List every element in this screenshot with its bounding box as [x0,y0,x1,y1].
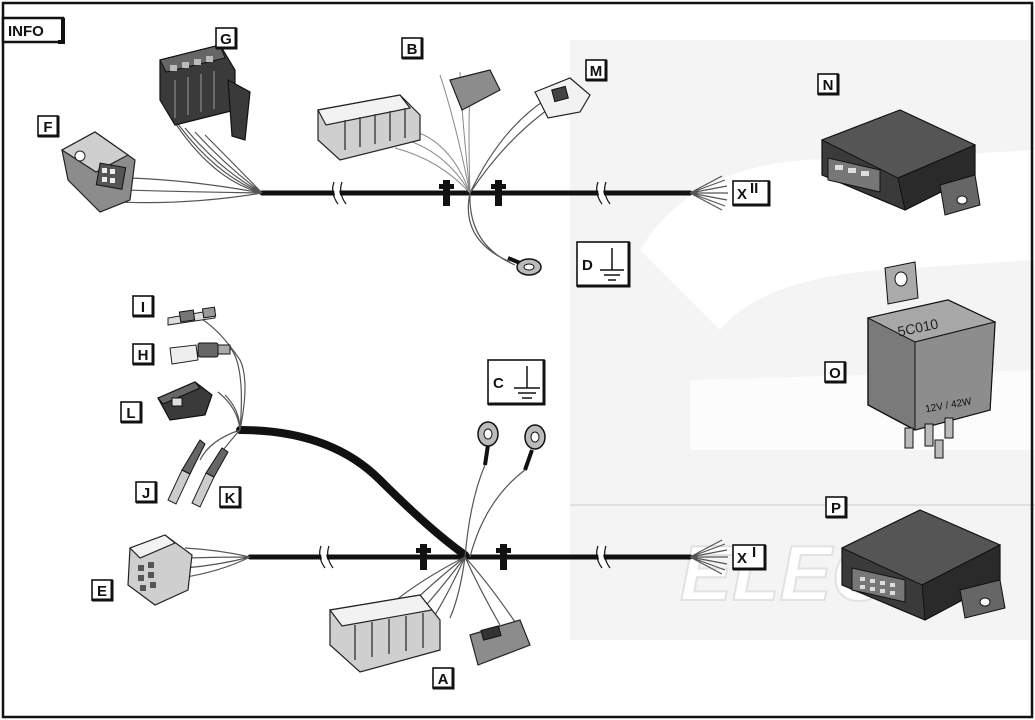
ring-terminal-c2 [523,424,546,471]
label-f-text: F [43,119,52,136]
label-p: P [825,496,848,519]
ground-icon-d [600,248,624,281]
label-k: K [219,486,242,509]
ring-terminal-c1 [477,421,499,466]
label-j: J [135,481,158,504]
connector-e [127,534,193,606]
control-unit-p [840,509,1006,621]
lower-end-sup: I [752,544,756,561]
ground-icon-c [514,366,540,399]
label-d-text: D [582,257,593,274]
upper-end-sup: II [750,180,758,197]
lower-end-text: X [737,550,747,567]
ring-terminal-d [507,256,542,276]
label-j-text: J [142,485,150,502]
info-tag: INFO [1,16,65,44]
label-f: F [37,115,60,138]
harness-end-upper: X II [732,180,771,207]
label-m: M [585,59,608,82]
connector-g [159,44,251,141]
label-i-text: I [141,299,145,316]
label-k-text: K [225,490,236,507]
label-g-text: G [220,31,232,48]
upper-harness [117,71,728,266]
label-n: N [817,73,840,96]
label-n-text: N [823,77,834,94]
connector-l [157,381,213,421]
label-h: H [132,343,155,366]
connector-h [169,342,231,365]
upper-end-text: X [737,186,747,203]
label-h-text: H [138,347,149,364]
connector-a [328,594,531,673]
harness-end-lower: X I [732,544,767,571]
connector-i [167,306,217,326]
connector-k [191,447,229,508]
label-a-text: A [438,671,449,688]
connector-f [60,131,136,213]
label-b-text: B [407,41,418,58]
ground-symbol-d: D [576,241,631,288]
label-e-text: E [97,583,107,600]
connector-b [317,69,501,161]
label-o: O [824,361,847,384]
connector-j [167,439,206,505]
ground-symbol-c: C [487,359,546,406]
label-g: G [215,27,238,50]
label-i: I [132,295,155,318]
label-m-text: M [590,63,603,80]
lower-harness [179,317,728,626]
control-unit-n [820,109,981,216]
label-b: B [401,37,424,60]
label-o-text: O [829,365,841,382]
label-p-text: P [831,500,841,517]
relay-o: 5C010 12V / 42W [866,261,997,459]
label-e: E [91,579,114,602]
label-c-text: C [493,375,504,392]
info-tag-text: INFO [8,23,44,40]
label-l-text: L [126,405,135,422]
letter-labels: A B E F G H I J K L M N O P [37,27,848,690]
connector-m [534,77,591,119]
label-a: A [432,667,455,690]
label-l: L [120,401,143,424]
